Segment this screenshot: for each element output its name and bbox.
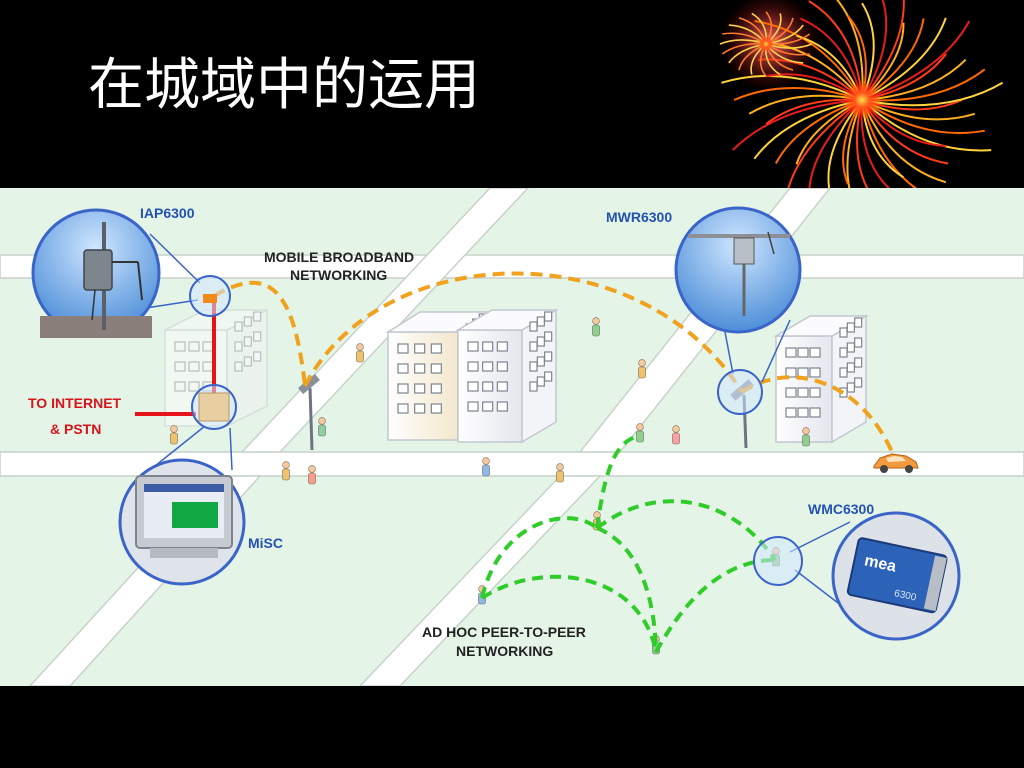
mobile-link-pole-to-pole [303, 271, 744, 394]
person [170, 425, 178, 445]
building-tall-center [455, 308, 559, 444]
firework-ray [861, 81, 1004, 107]
firework-ray [861, 20, 971, 101]
label-iap6300: IAP6300 [140, 205, 195, 221]
person [356, 343, 364, 363]
label-pstn: & PSTN [50, 421, 101, 437]
car [873, 453, 919, 473]
adhoc-link-6 [654, 558, 776, 653]
road-middle [0, 451, 1024, 477]
adhoc-link-3 [595, 499, 777, 562]
person [636, 423, 644, 443]
person [308, 465, 316, 485]
person [318, 417, 326, 437]
firework-core [844, 82, 880, 118]
building-right [773, 314, 869, 444]
city-network-diagram: mea 6300 IAP6300 MOBILE BROADBAND NETWOR… [0, 188, 1024, 686]
mwr-callout [674, 206, 802, 334]
firework-ray [721, 75, 863, 101]
adhoc-link-4 [596, 526, 658, 653]
antenna-head-left [298, 373, 320, 395]
buildings [164, 308, 869, 444]
diagram-labels: IAP6300 MOBILE BROADBAND NETWORKING MWR6… [28, 205, 874, 659]
firework-ray [732, 99, 863, 151]
road-diagonal-left [240, 188, 530, 453]
card-brand: mea [863, 552, 898, 575]
mobile-link-iap-to-pole [212, 280, 307, 387]
wmc-device-ring [753, 536, 803, 586]
iap-device-icon [203, 294, 217, 303]
label-mwr6300: MWR6300 [606, 209, 672, 225]
card-model: 6300 [893, 588, 917, 603]
adhoc-link-5 [480, 574, 658, 653]
firework-decoration [719, 0, 1004, 188]
adhoc-link-2 [480, 516, 599, 599]
slide-title: 在城域中的运用 [88, 53, 480, 118]
mwr-device-ring [717, 369, 763, 415]
iap-callout [31, 208, 161, 338]
label-mobile-broadband: MOBILE BROADBAND [264, 249, 414, 265]
misc-device-icon [198, 392, 230, 422]
adhoc-link-1 [595, 434, 641, 529]
adhoc-links [480, 434, 777, 653]
label-wmc6300: WMC6300 [808, 501, 874, 517]
firework-core-small [758, 36, 774, 52]
person [638, 359, 646, 379]
label-mobile-networking: NETWORKING [290, 267, 387, 283]
person [482, 457, 490, 477]
firework-ray [861, 99, 992, 152]
person [672, 425, 680, 445]
person [282, 461, 290, 481]
misc-callout [118, 458, 246, 586]
wmc-callout: mea 6300 [831, 511, 961, 641]
pole-left [308, 387, 314, 451]
person [592, 317, 600, 337]
person [556, 463, 564, 483]
label-adhoc-networking: NETWORKING [456, 643, 553, 659]
road-diagonal-right-lower [358, 475, 602, 686]
label-to-internet: TO INTERNET [28, 395, 122, 411]
label-adhoc: AD HOC PEER-TO-PEER [422, 624, 586, 640]
label-misc: MiSC [248, 535, 283, 551]
person [802, 427, 810, 447]
